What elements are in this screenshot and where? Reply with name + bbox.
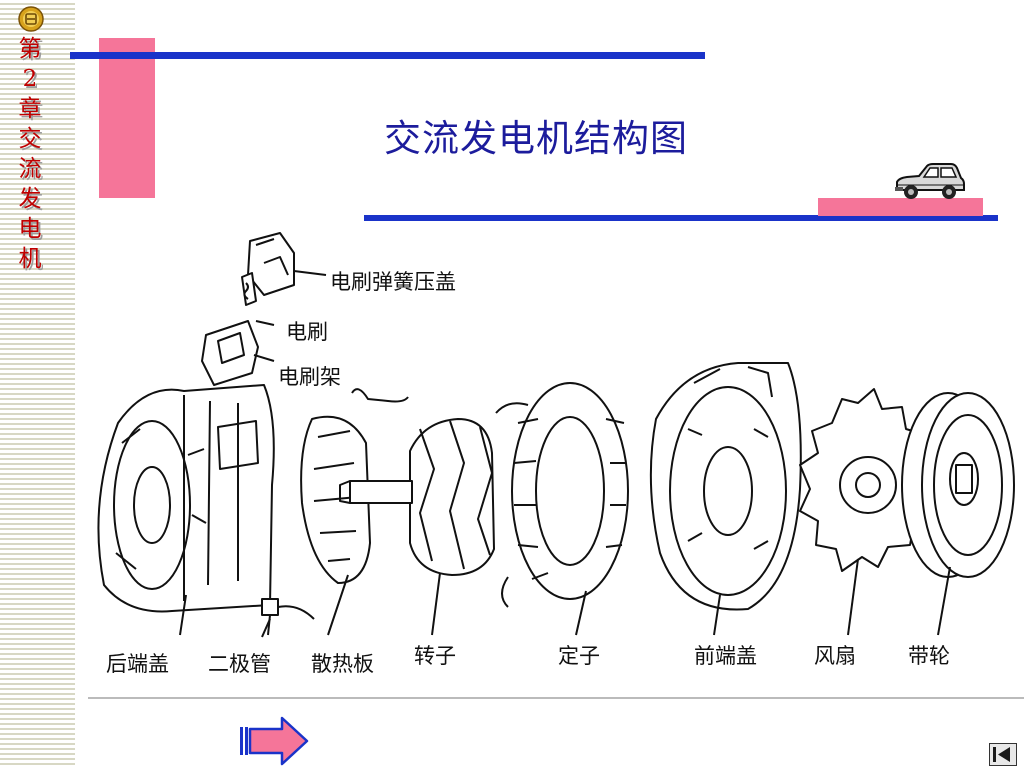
stator-part (495, 382, 629, 636)
label-fan: 风扇 (814, 644, 856, 668)
chapter-char: 第 (18, 36, 42, 62)
brush-spring-cover-part (247, 232, 327, 296)
decorative-pink-strip (818, 198, 983, 216)
chapter-char: 机 (18, 246, 42, 272)
label-brush: 电刷 (286, 320, 328, 344)
label-rotor: 转子 (414, 644, 456, 668)
label-brush-spring-cover: 电刷弹簧压盖 (330, 270, 456, 294)
chapter-title: 第 2 章 交 流 发 电 机 (10, 34, 50, 274)
label-diode: 二极管 (208, 652, 271, 676)
decorative-top-line (70, 52, 705, 59)
label-rear-end-cover: 后端盖 (106, 652, 169, 676)
fan-part (799, 388, 937, 636)
skip-to-end-icon[interactable] (989, 743, 1017, 766)
pulley-part (901, 392, 1015, 636)
chapter-char: 流 (18, 156, 42, 182)
diode-part (261, 598, 315, 638)
rear-end-cover-part (97, 384, 275, 636)
sidebar-stripes (0, 0, 75, 768)
heat-sink-part (300, 388, 409, 636)
label-brush-holder: 电刷架 (278, 365, 341, 389)
right-arrow-icon[interactable] (238, 715, 310, 767)
car-icon (895, 163, 965, 199)
label-front-end-cover: 前端盖 (694, 644, 757, 668)
chapter-badge-icon (18, 6, 44, 32)
decorative-pink-bar (99, 38, 155, 198)
front-end-cover-part (649, 362, 802, 636)
alternator-exploded-diagram (88, 232, 1024, 699)
slide-title: 交流发电机结构图 (384, 117, 688, 160)
chapter-char: 发 (18, 186, 42, 212)
chapter-char: 章 (18, 96, 42, 122)
label-pulley: 带轮 (908, 644, 950, 668)
label-stator: 定子 (558, 644, 600, 668)
chapter-char: 2 (22, 66, 38, 92)
chapter-char: 交 (18, 126, 42, 152)
brush-holder-part (201, 320, 275, 386)
rotor-part (339, 418, 495, 636)
decorative-bottom-line (364, 215, 998, 221)
label-heat-sink: 散热板 (311, 652, 374, 676)
brush-part (241, 272, 275, 326)
chapter-char: 电 (18, 216, 42, 242)
